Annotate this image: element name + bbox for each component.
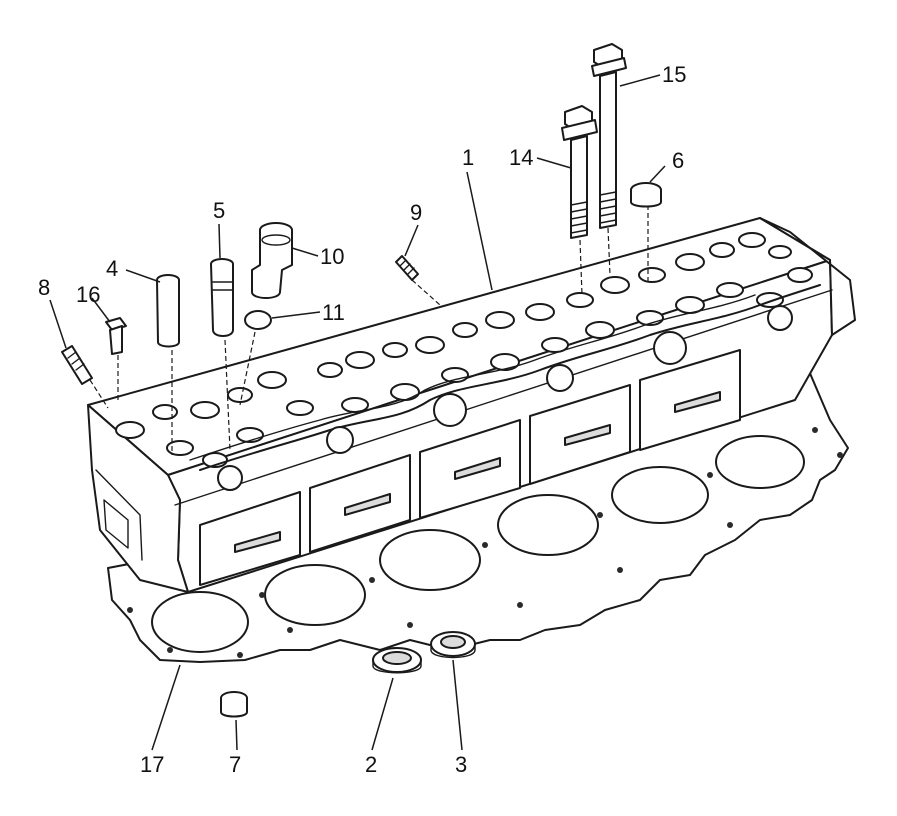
cup-plug-6 bbox=[630, 182, 662, 208]
callout-7: 7 bbox=[229, 752, 241, 777]
callout-9: 9 bbox=[410, 200, 422, 225]
callout-2: 2 bbox=[365, 752, 377, 777]
valve-guide-5 bbox=[210, 258, 234, 337]
valve-guide-4 bbox=[156, 274, 180, 348]
short-head-bolt bbox=[561, 105, 598, 239]
callout-5: 5 bbox=[213, 198, 225, 223]
seal-3 bbox=[430, 631, 476, 659]
injector-sleeve bbox=[251, 222, 293, 299]
install-lines bbox=[89, 205, 649, 455]
callout-14: 14 bbox=[509, 145, 533, 170]
stud-8 bbox=[61, 345, 93, 385]
side-ports bbox=[199, 349, 741, 586]
cylinder-head bbox=[87, 217, 856, 593]
long-head-bolt bbox=[591, 43, 627, 229]
callout-3: 3 bbox=[455, 752, 467, 777]
callout-8: 8 bbox=[38, 275, 50, 300]
callout-4: 4 bbox=[106, 256, 118, 281]
gasket-bolt-holes bbox=[127, 427, 843, 658]
bolt-16 bbox=[105, 317, 127, 355]
callout-11: 11 bbox=[322, 300, 345, 325]
callout-10: 10 bbox=[320, 244, 344, 269]
callout-6: 6 bbox=[672, 148, 684, 173]
seal-2 bbox=[372, 647, 422, 674]
plug-7 bbox=[220, 691, 248, 718]
leader-lines bbox=[49, 74, 666, 751]
callout-15: 15 bbox=[662, 62, 686, 87]
callout-17: 17 bbox=[140, 752, 164, 777]
callout-16: 16 bbox=[76, 282, 100, 307]
callout-1: 1 bbox=[462, 145, 474, 170]
deck-valve-seats bbox=[115, 232, 813, 468]
o-ring bbox=[244, 310, 272, 330]
stud-9 bbox=[395, 255, 419, 281]
callout-labels: 1 2 3 4 5 6 7 8 9 10 11 14 15 16 17 bbox=[38, 62, 686, 777]
